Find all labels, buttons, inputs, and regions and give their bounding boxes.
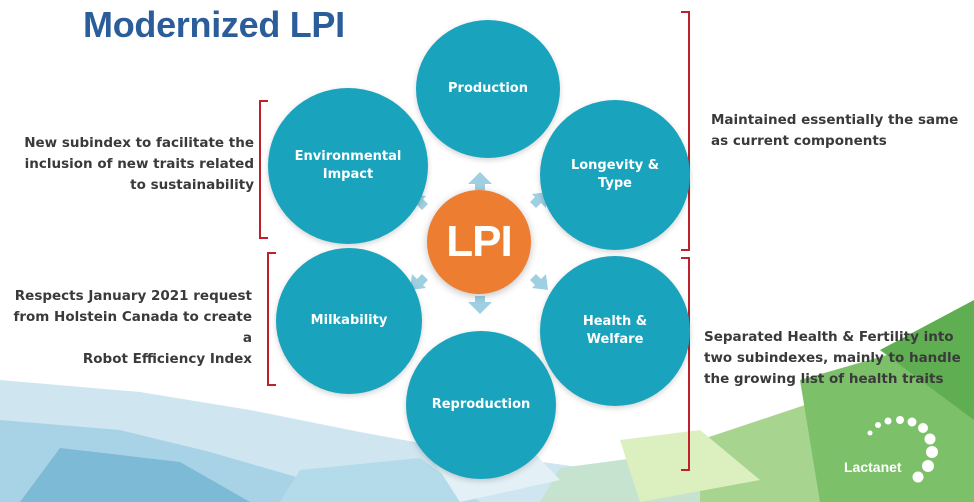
component-label: Environmental Impact [294,149,402,182]
slide-title: Modernized LPI [83,4,345,45]
component-environmental-impact: Environmental Impact [268,88,428,244]
component-production: Production [416,20,560,158]
component-label: Longevity & Type [570,158,660,191]
component-health-welfare: Health & Welfare [540,256,690,406]
component-label: Milkability [310,313,388,328]
component-reproduction: Reproduction [406,331,556,479]
note-environmental: New subindex to facilitate the inclusion… [24,135,254,193]
lpi-center: LPI [427,190,531,294]
component-label: Production [448,81,528,96]
logo-text: Lactanet [844,459,902,475]
lactanet-logo [867,416,938,483]
component-milkability: Milkability [276,248,422,394]
note-longevity: Maintained essentially the same as curre… [711,112,959,149]
note-health: Separated Health & Fertility into two su… [704,329,961,387]
component-longevity-type: Longevity & Type [540,100,690,250]
component-label: Health & Welfare [582,314,648,347]
note-milkability: Respects January 2021 request from Holst… [13,288,252,367]
component-label: Reproduction [431,397,531,412]
